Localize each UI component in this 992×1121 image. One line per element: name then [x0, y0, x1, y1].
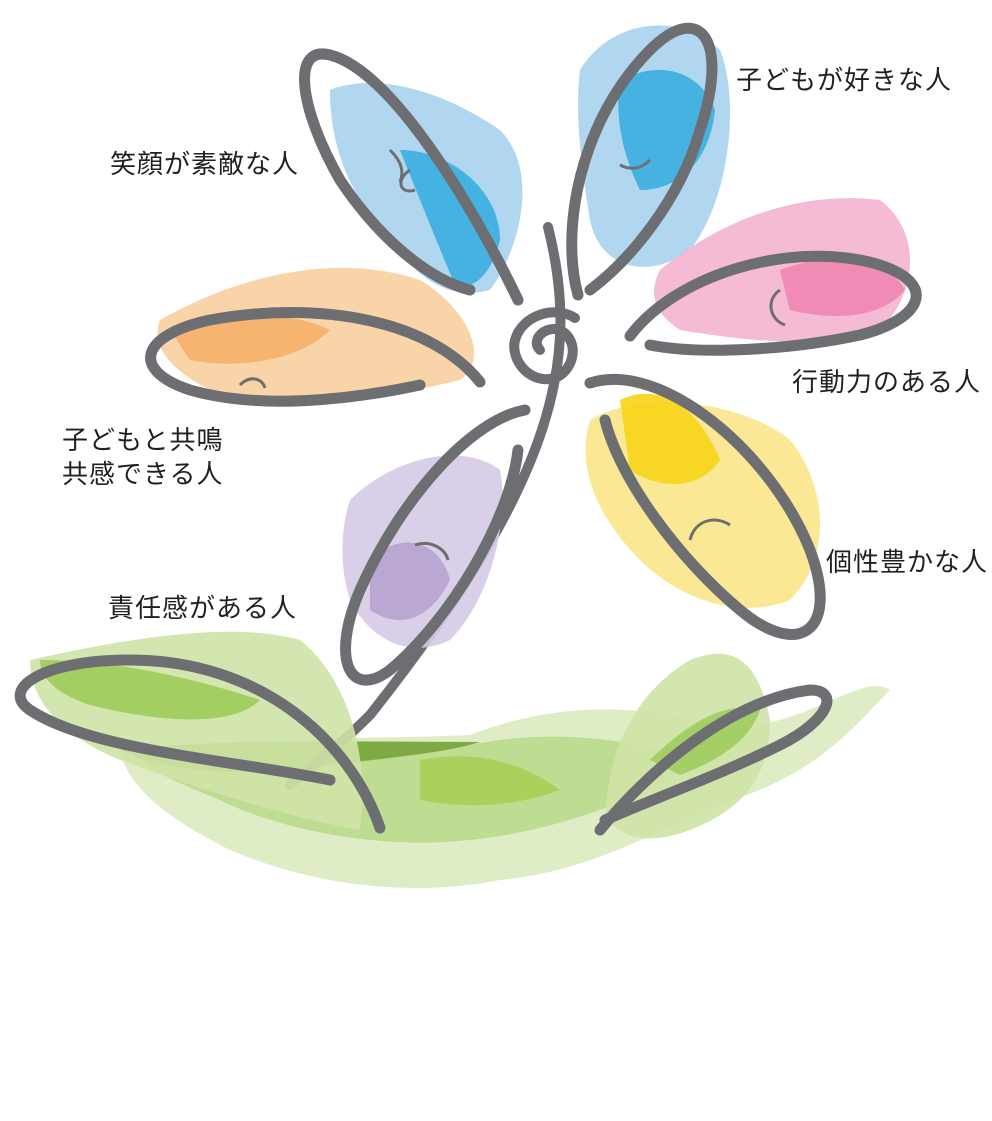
label-action: 行動力のある人	[792, 368, 982, 398]
label-children-lover: 子どもが好きな人	[736, 66, 953, 96]
label-individuality: 個性豊かな人	[826, 548, 989, 578]
petal-blue-smile	[299, 48, 524, 306]
label-smile: 笑顔が素敵な人	[110, 150, 300, 180]
label-empathy-line2: 共感できる人	[62, 460, 224, 490]
right-leaf	[594, 653, 833, 839]
petal-purple-responsibility	[340, 404, 531, 686]
label-empathy-line1: 子どもと共鳴	[62, 426, 224, 456]
flower-center-spiral	[509, 307, 580, 385]
petal-pink-action	[624, 198, 922, 356]
left-leaf	[14, 631, 386, 834]
petal-orange-empathy	[145, 267, 486, 407]
label-empathy: 子どもと共鳴 共感できる人	[62, 424, 223, 492]
label-responsibility: 責任感がある人	[108, 594, 298, 624]
petal-blue-children	[566, 22, 730, 301]
petal-yellow-individuality	[584, 373, 826, 640]
